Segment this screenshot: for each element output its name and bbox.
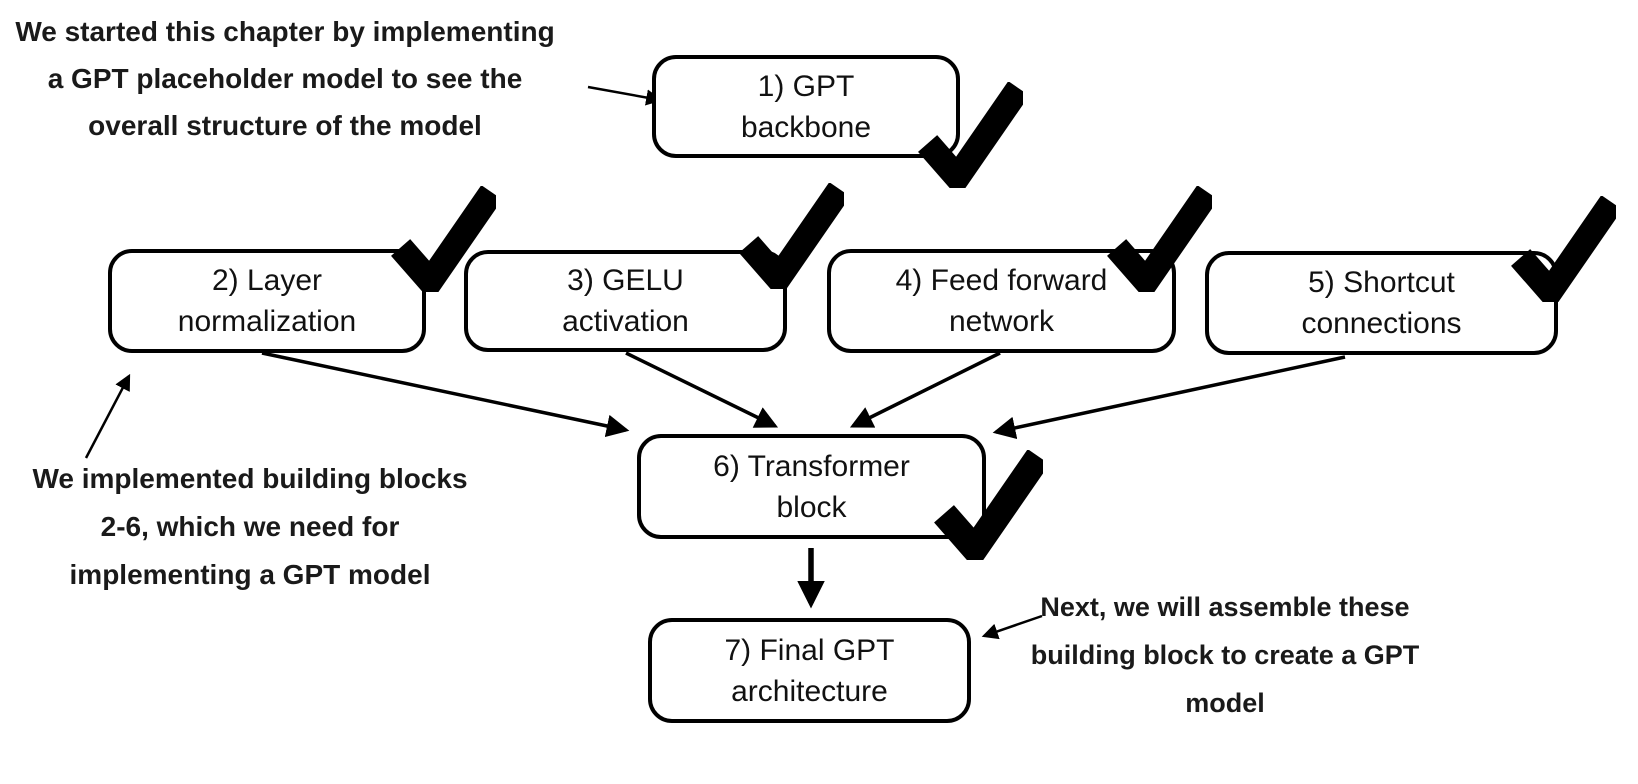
checkmark-icon (934, 450, 1043, 560)
node-layer-normalization: 2) Layer normalization (108, 249, 426, 353)
edge-node2-node6 (261, 351, 630, 438)
node-shortcut-connections: 5) Shortcut connections (1205, 251, 1558, 355)
checkmark-icon (391, 186, 496, 292)
node-gpt-backbone: 1) GPT backbone (652, 55, 960, 158)
edge-node3-node6 (625, 351, 779, 428)
annotation3-arrow (981, 614, 1043, 640)
node-transformer-block: 6) Transformer block (637, 434, 986, 539)
annotation2-arrow (84, 373, 131, 459)
edge-node4-node6 (849, 351, 1001, 428)
checkmark-icon (918, 82, 1023, 188)
checkmark-icon (739, 183, 844, 289)
annotation-building-blocks: We implemented building blocks 2-6, whic… (32, 463, 468, 590)
edge-node5-node6 (992, 355, 1346, 440)
annotation1-arrow (587, 85, 663, 106)
annotation-chapter-start: We started this chapter by implementing … (15, 16, 555, 141)
annotation-next-assemble: Next, we will assemble these building bl… (1030, 592, 1420, 718)
node-gelu-activation: 3) GELU activation (464, 250, 787, 352)
checkmark-icon (1511, 196, 1616, 302)
checkmark-icon (1107, 186, 1212, 292)
node-final-gpt-architecture: 7) Final GPT architecture (648, 618, 971, 723)
